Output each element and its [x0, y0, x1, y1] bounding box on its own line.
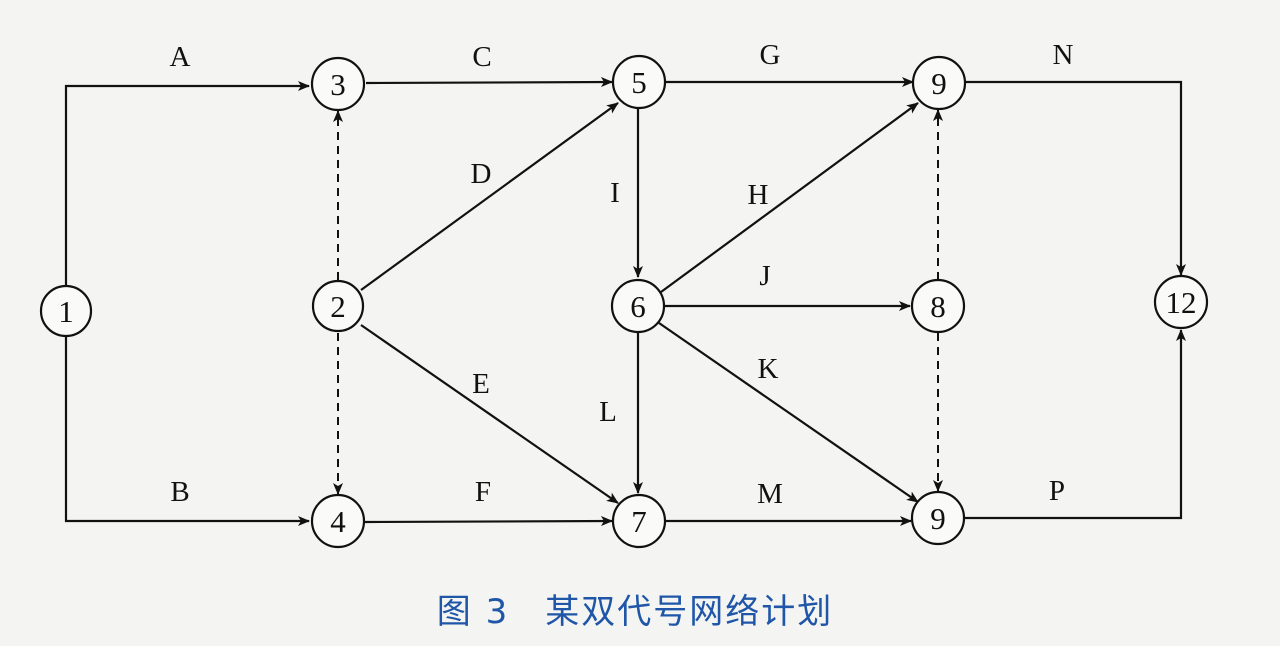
activity-label-D: D [471, 158, 492, 190]
activity-label-C: C [472, 41, 491, 73]
activity-label-L: L [599, 396, 617, 428]
figure-caption: 图 3 某双代号网络计划 [437, 592, 833, 632]
activity-label-N: N [1053, 39, 1074, 71]
activity-label-J: J [759, 260, 770, 292]
activity-D-arrow [360, 102, 619, 291]
node-label-9-bottom: 9 [930, 501, 946, 536]
node-label-12: 12 [1166, 285, 1197, 320]
node-label-8: 8 [930, 289, 946, 324]
node-label-5: 5 [631, 65, 647, 100]
activity-label-B: B [170, 476, 189, 508]
activity-label-G: G [760, 39, 781, 71]
activity-B-arrow [64, 337, 310, 526]
node-label-6: 6 [630, 289, 646, 324]
activity-label-I: I [610, 177, 620, 209]
node-12: 12 [1153, 274, 1209, 330]
node-label-2: 2 [330, 289, 346, 324]
activity-A-arrow [64, 81, 310, 285]
activity-label-P: P [1049, 475, 1065, 507]
node-9-bottom: 9 [910, 490, 966, 546]
activity-label-K: K [758, 353, 779, 385]
node-6: 6 [610, 278, 666, 334]
activity-label-A: A [170, 41, 191, 73]
node-label-1: 1 [58, 294, 74, 329]
activity-N-arrow [966, 80, 1186, 276]
node-2: 2 [311, 279, 365, 333]
activity-label-M: M [757, 478, 783, 510]
activity-E-arrow [360, 324, 619, 504]
node-label-4: 4 [330, 504, 346, 539]
node-label-9-top: 9 [931, 66, 947, 101]
activity-C-arrow [365, 77, 613, 88]
activity-label-F: F [475, 476, 491, 508]
node-1: 1 [39, 284, 93, 338]
activity-F-arrow [364, 516, 613, 527]
node-3: 3 [310, 56, 366, 112]
node-5: 5 [611, 54, 667, 110]
activity-H-arrow [660, 102, 919, 293]
node-7: 7 [611, 493, 667, 549]
node-label-7: 7 [631, 504, 647, 539]
activity-label-E: E [472, 368, 490, 400]
node-label-3: 3 [330, 67, 346, 102]
node-4: 4 [310, 493, 366, 549]
node-9-top: 9 [911, 55, 967, 111]
activity-K-arrow [658, 322, 919, 503]
activity-label-H: H [748, 179, 769, 211]
activity-P-arrow [965, 329, 1186, 520]
node-8: 8 [910, 278, 966, 334]
